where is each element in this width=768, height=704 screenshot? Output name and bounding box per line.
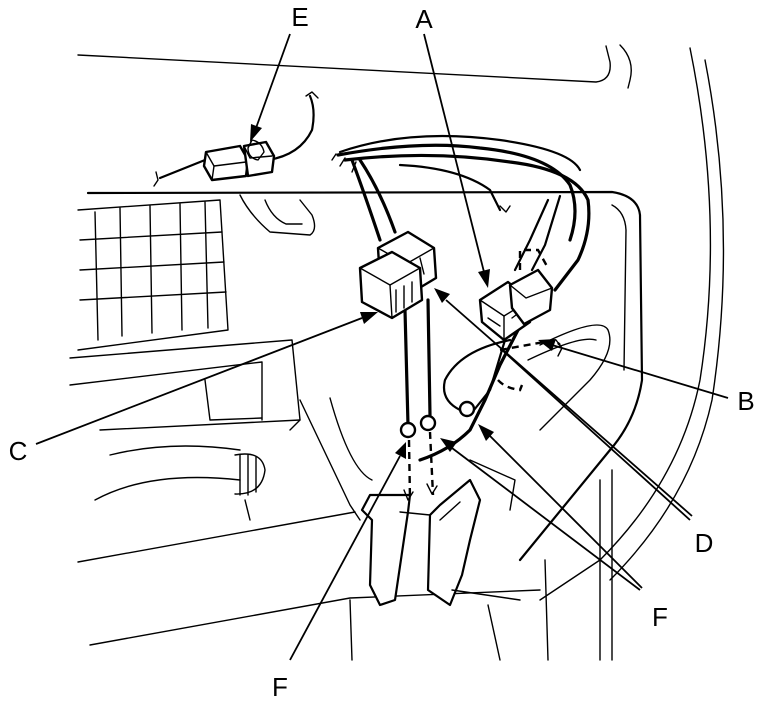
callout-label-d: D <box>695 528 714 558</box>
callout-label-f-right: F <box>652 602 668 632</box>
callout-label-c: C <box>9 436 28 466</box>
callout-label-f-left: F <box>272 672 288 702</box>
callout-label-b: B <box>737 386 754 416</box>
mounting-bracket <box>299 397 521 607</box>
clip-2 <box>419 414 437 432</box>
vehicle-body-outline <box>77 44 725 661</box>
dash-cover-panel <box>86 190 644 562</box>
connector-e <box>202 139 276 182</box>
harness-clips <box>399 400 476 439</box>
clip-3 <box>458 400 476 418</box>
connector-c <box>358 230 438 320</box>
callout-leaders <box>35 33 729 661</box>
wire-harness <box>153 91 591 501</box>
clip-1 <box>399 421 417 439</box>
connector-b <box>497 248 563 392</box>
air-vent-grille <box>69 199 301 521</box>
callout-label-a: A <box>415 4 433 34</box>
callout-label-e: E <box>291 2 308 32</box>
